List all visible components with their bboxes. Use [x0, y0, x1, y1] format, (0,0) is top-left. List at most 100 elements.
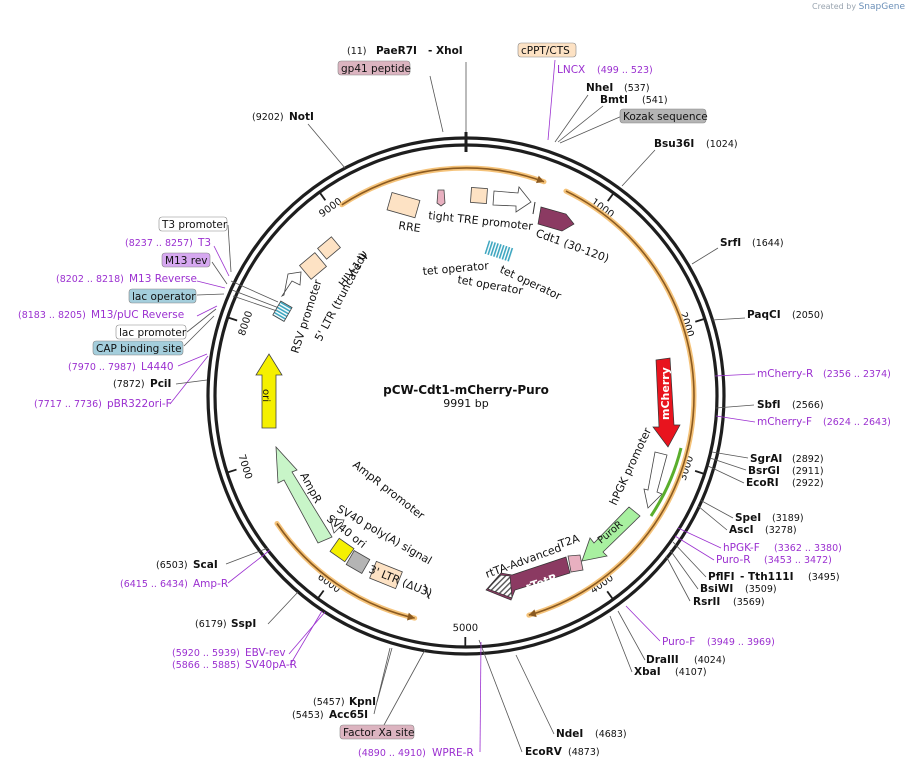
site-draiii[interactable]: DraIII: [646, 654, 679, 666]
site-bsrgi[interactable]: BsrGI: [748, 465, 780, 477]
leader-line: [213, 245, 230, 277]
orf-left[interactable]: [276, 523, 415, 619]
feature-tight-tre[interactable]: [492, 186, 532, 213]
primer-sv40pa-r[interactable]: SV40pA-R: [245, 659, 297, 671]
feature-hiv-psi-2[interactable]: [317, 236, 341, 260]
site-bsu36i[interactable]: Bsu36I: [654, 138, 694, 150]
feature-5ltr[interactable]: [280, 271, 302, 298]
primer-mcherry-f[interactable]: mCherry-F: [757, 416, 812, 428]
feature-t2a[interactable]: [567, 554, 584, 573]
feature-rsv-promoter[interactable]: [272, 300, 293, 322]
site-sbfi[interactable]: SbfI: [757, 399, 781, 411]
num-noti: (9202): [252, 112, 284, 123]
site-ndei[interactable]: NdeI: [556, 728, 583, 740]
site-sspi[interactable]: SspI: [231, 618, 256, 630]
site-sgrai[interactable]: SgrAI: [750, 453, 782, 465]
feature-cdt1[interactable]: [537, 206, 575, 232]
feature-cppt[interactable]: [470, 187, 488, 204]
leader-line: [231, 289, 280, 309]
brand-logo: SnapGene: [858, 2, 905, 12]
leader-line: [715, 404, 755, 409]
boxed-lac-operator[interactable]: lac operator: [132, 291, 196, 303]
site-noti[interactable]: NotI: [289, 111, 314, 123]
primer-m13puc-rev[interactable]: M13/pUC Reverse: [91, 309, 184, 321]
site-ecori[interactable]: EcoRI: [746, 477, 779, 489]
site-scai[interactable]: ScaI: [193, 559, 218, 571]
feature-gp41-peptide[interactable]: [436, 189, 446, 207]
boxed-m13-rev[interactable]: M13 rev: [165, 255, 208, 267]
primer-m13-reverse[interactable]: M13 Reverse: [129, 273, 197, 285]
site-paer7i[interactable]: PaeR7I: [376, 45, 417, 57]
boxed-gp41[interactable]: gp41 peptide: [341, 63, 411, 75]
leader-line: [669, 549, 699, 590]
site-asci[interactable]: AscI: [729, 524, 754, 536]
primer-l4440[interactable]: L4440: [141, 361, 174, 373]
orf-right[interactable]: [528, 190, 695, 616]
num-hpgk-f: (3362 .. 3380): [774, 543, 842, 554]
site-srfi[interactable]: SrfI: [720, 237, 741, 249]
primer-pbr322ori-f[interactable]: pBR322ori-F: [107, 398, 172, 410]
feature-3ltr[interactable]: [369, 560, 403, 590]
orf-top[interactable]: [341, 167, 545, 206]
leader-line: [674, 535, 715, 561]
leader-line: [672, 541, 707, 578]
feature-hiv-psi[interactable]: [298, 252, 328, 280]
num-pbr322ori-f: (7717 .. 7736): [34, 399, 102, 410]
site-spei[interactable]: SpeI: [735, 512, 761, 524]
num-puro-f: (3949 .. 3969): [707, 637, 775, 648]
feature-tet-operator[interactable]: [484, 240, 514, 262]
feature-sv40-polya[interactable]: [345, 550, 371, 574]
boxed-kozak[interactable]: Kozak sequence: [623, 111, 708, 123]
feature-hpgk-promoter[interactable]: [643, 451, 668, 509]
primer-hpgk-f[interactable]: hPGK-F: [723, 542, 760, 554]
num-amp-r: (6415 .. 6434): [120, 579, 188, 590]
site-acc65i[interactable]: Acc65I: [329, 709, 368, 721]
site-nhei[interactable]: NheI: [586, 82, 613, 94]
site-rsrii[interactable]: RsrII: [693, 596, 720, 608]
tick-label-7000: 7000: [235, 453, 253, 481]
site-pflfi[interactable]: PflFI: [708, 571, 735, 583]
tick-1000: [607, 192, 615, 202]
site-paqci[interactable]: PaqCI: [747, 309, 781, 321]
primer-t3[interactable]: T3: [197, 237, 211, 249]
box-cppt: [517, 42, 577, 58]
site-xbai[interactable]: XbaI: [634, 666, 661, 678]
boxed-cppt[interactable]: cPPT/CTS: [521, 45, 570, 57]
leader-line: [225, 547, 269, 565]
feature-rre[interactable]: [386, 191, 421, 219]
site-bmti[interactable]: BmtI: [600, 94, 628, 106]
feature-ori[interactable]: [255, 353, 283, 429]
primer-mcherry-r[interactable]: mCherry-R: [757, 368, 813, 380]
num-t3: (8237 .. 8257): [125, 238, 193, 249]
num-rsrii: (3569): [733, 597, 765, 608]
primer-ebv-rev[interactable]: EBV-rev: [245, 647, 286, 659]
leader-line: [230, 280, 279, 303]
primer-amp-r[interactable]: Amp-R: [193, 578, 228, 590]
feature-ampr[interactable]: [275, 445, 333, 544]
site-bsiwi[interactable]: BsiWI: [700, 583, 733, 595]
feature-sv40-ori[interactable]: [329, 537, 355, 563]
boxed-cap-binding[interactable]: CAP binding site: [96, 343, 182, 355]
leader-line: [186, 308, 217, 333]
primer-puro-f[interactable]: Puro-F: [662, 636, 695, 648]
boxed-factor-xa[interactable]: Factor Xa site: [343, 727, 414, 739]
site-pcii[interactable]: PciI: [150, 378, 171, 390]
primer-wpre-r[interactable]: WPRE-R: [432, 747, 474, 759]
feature-puror[interactable]: [581, 506, 641, 562]
boxed-t3-promoter[interactable]: T3 promoter: [161, 219, 228, 231]
leader-line: [691, 247, 719, 265]
primer-lncx[interactable]: LNCX: [557, 64, 585, 76]
site-xhoi[interactable]: - XhoI: [428, 45, 463, 57]
label-mcherry: mCherry: [659, 367, 672, 420]
boxed-lac-promoter[interactable]: lac promoter: [119, 327, 187, 339]
leader-line: [478, 639, 523, 753]
site-tth111i[interactable]: - Tth111I: [740, 571, 794, 583]
site-kpni[interactable]: KpnI: [349, 696, 376, 708]
label-tet-op-1: tet operator: [422, 259, 490, 278]
feature-ampr-promoter[interactable]: [329, 518, 345, 534]
feature-mcherry[interactable]: [652, 357, 681, 448]
primer-puro-r[interactable]: Puro-R: [716, 554, 751, 566]
site-ecorv[interactable]: EcoRV: [525, 746, 563, 758]
num-srfi: (1644): [752, 238, 784, 249]
label-cdt1: Cdt1 (30-120): [534, 227, 611, 266]
